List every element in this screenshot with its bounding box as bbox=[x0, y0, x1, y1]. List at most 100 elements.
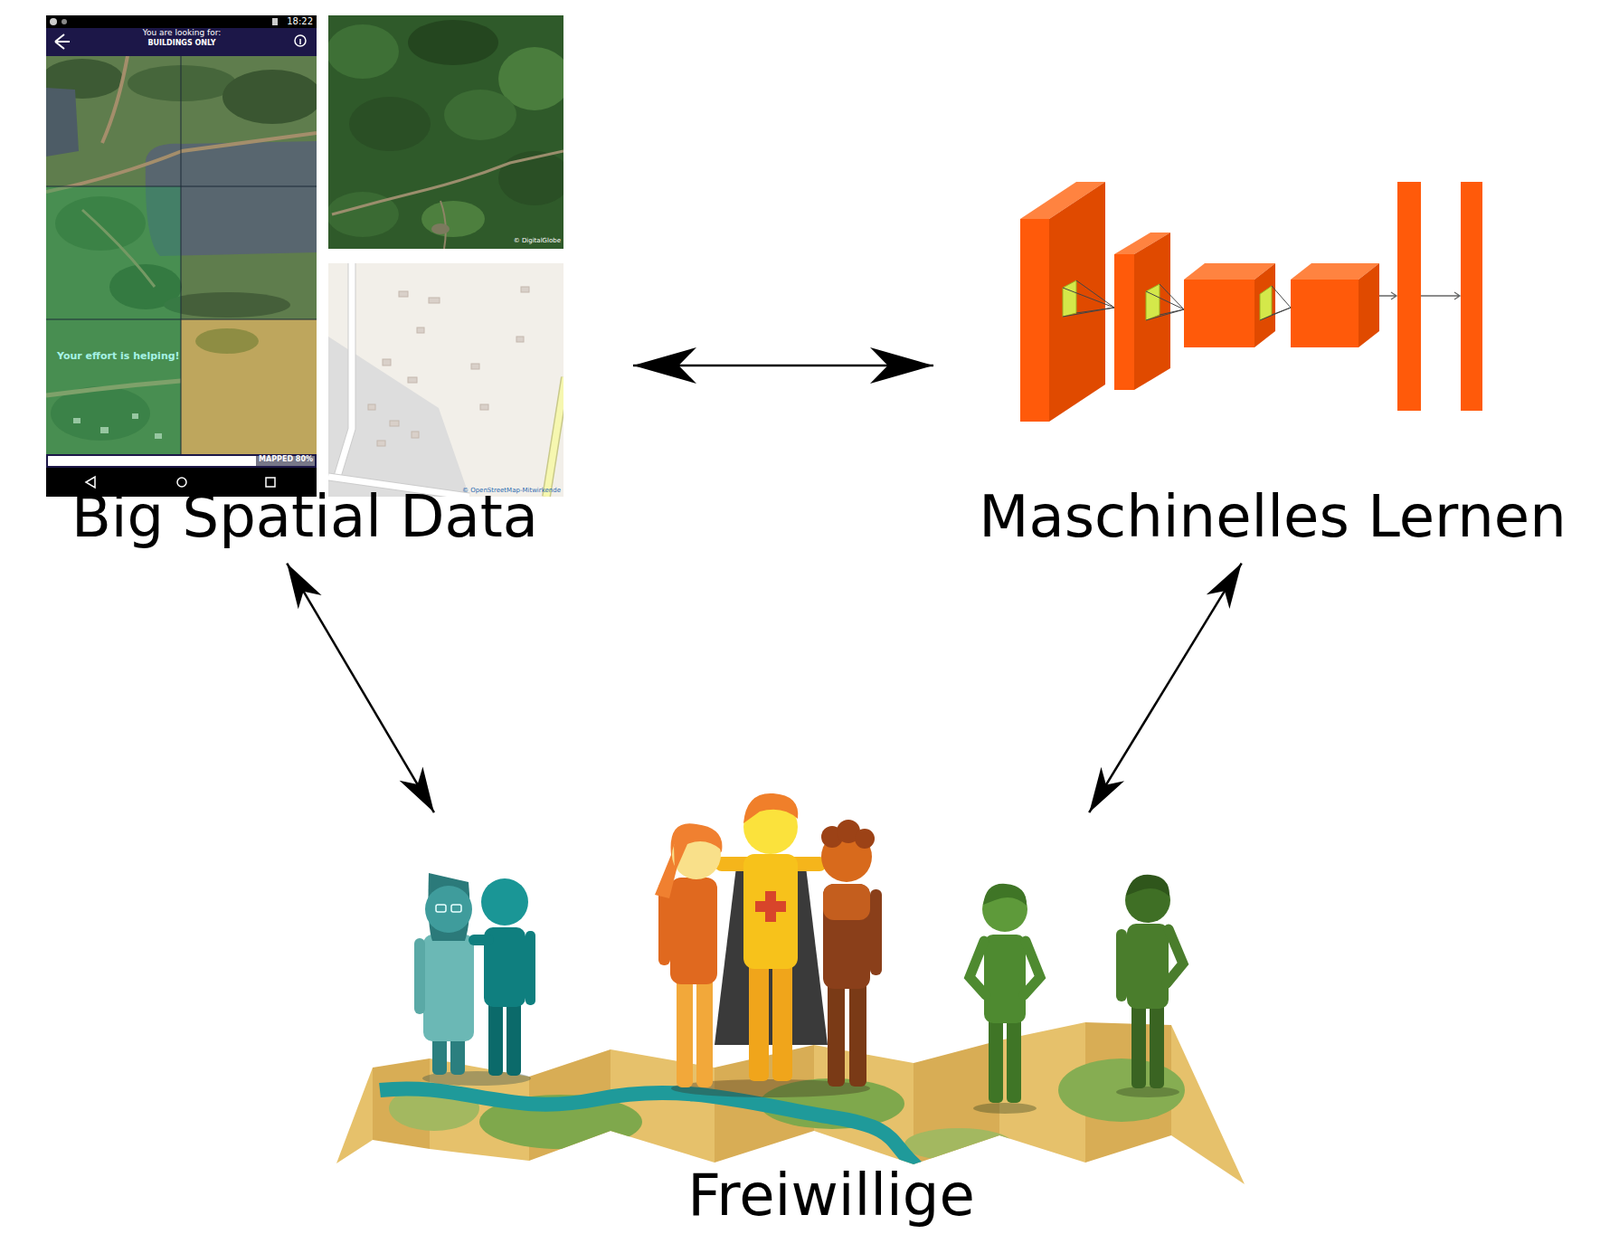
aerial-tiles-part bbox=[46, 319, 181, 455]
cnn-illustration-part bbox=[1397, 181, 1421, 411]
screen-text: © DigitalGlobe bbox=[513, 236, 561, 245]
aerial-tiles-part bbox=[46, 186, 181, 320]
satellite-image-part bbox=[349, 96, 431, 152]
aerial-tiles-part bbox=[180, 56, 182, 455]
screen-text: BUILDINGS ONLY bbox=[147, 38, 216, 48]
aerial-tiles-part bbox=[46, 87, 79, 157]
map-features-part bbox=[904, 1127, 1014, 1161]
arrowhead bbox=[633, 347, 697, 384]
connector-arrow bbox=[633, 347, 934, 384]
cnn-illustration-part bbox=[1460, 181, 1483, 411]
person-figures-part bbox=[488, 999, 503, 1076]
person-figures-part bbox=[435, 904, 446, 912]
map-buildings-part bbox=[407, 377, 417, 383]
aerial-tiles-part bbox=[180, 319, 317, 455]
connector-line bbox=[286, 563, 435, 813]
satellite-image-part bbox=[444, 89, 517, 141]
map-buildings-part bbox=[382, 359, 391, 366]
satellite-image bbox=[328, 15, 564, 249]
screen-text: You are looking for: bbox=[142, 28, 222, 38]
aerial-tiles-part bbox=[46, 186, 317, 188]
person-figures-part bbox=[1116, 928, 1127, 1002]
person-figures-part bbox=[1126, 874, 1170, 897]
arrowhead bbox=[399, 766, 435, 813]
node-label: Maschinelles Lernen bbox=[978, 483, 1566, 551]
folded-map-part bbox=[336, 1067, 373, 1164]
person-figures-part bbox=[1126, 923, 1169, 1009]
map-buildings-part bbox=[516, 336, 524, 342]
person-figures-part bbox=[984, 934, 1026, 1023]
app-screenshot-part bbox=[272, 18, 278, 26]
screen-text: © OpenStreetMap-Mitwirkende bbox=[462, 486, 561, 494]
map-buildings-part bbox=[368, 404, 376, 410]
cnn-illustration-part bbox=[1290, 279, 1359, 348]
cnn-illustration-part bbox=[1358, 263, 1380, 348]
person-figures-part bbox=[670, 877, 718, 985]
screen-text: 18:22 bbox=[286, 16, 313, 28]
aerial-tiles bbox=[46, 56, 317, 455]
cnn-illustration-part bbox=[1420, 292, 1460, 300]
person-figures-part bbox=[983, 883, 1027, 906]
map-buildings-part bbox=[428, 297, 440, 303]
person-figures-part bbox=[525, 930, 536, 1005]
person-figures-part bbox=[696, 976, 713, 1088]
person-figures-part bbox=[854, 828, 875, 849]
volunteers-illustration bbox=[336, 793, 1245, 1184]
person-figures-part bbox=[823, 883, 871, 989]
app-screenshot-part bbox=[49, 18, 57, 26]
screen-text: MAPPED 80% bbox=[258, 454, 313, 464]
person-figures-part bbox=[654, 823, 722, 899]
node-label: Big Spatial Data bbox=[71, 483, 539, 551]
person-figures-part bbox=[969, 940, 986, 995]
person-figures-part bbox=[1131, 1001, 1146, 1089]
person-figures-part bbox=[755, 900, 786, 912]
cnn-illustration-part bbox=[1254, 263, 1276, 348]
person-figures-part bbox=[414, 937, 426, 1014]
map-buildings-part bbox=[411, 431, 419, 438]
person-figures-part bbox=[823, 883, 871, 920]
screen-text: Your effort is helping! bbox=[56, 350, 180, 362]
app-screenshot-part bbox=[61, 18, 67, 25]
aerial-tiles-part bbox=[102, 56, 128, 143]
person-figures-part bbox=[451, 904, 462, 912]
person-figures bbox=[414, 793, 1184, 1114]
app-screenshot-part bbox=[46, 28, 317, 57]
satellite-image-part bbox=[431, 223, 450, 235]
arrowhead bbox=[1206, 563, 1242, 609]
osm-map-part bbox=[328, 263, 564, 497]
concept-node: Freiwillige bbox=[325, 818, 1258, 1231]
satellite-image-part bbox=[331, 151, 564, 215]
osm-map bbox=[328, 263, 564, 497]
cnn-illustration-part bbox=[1145, 284, 1160, 321]
cnn-illustration-part bbox=[1259, 285, 1272, 321]
person-figures-part bbox=[827, 981, 845, 1087]
map-buildings-part bbox=[377, 440, 386, 446]
app-screenshot-part bbox=[294, 35, 306, 47]
connector-line bbox=[1088, 563, 1242, 814]
map-features-part bbox=[379, 1088, 923, 1172]
satellite-image-part bbox=[407, 19, 499, 66]
osm-map-part bbox=[546, 377, 564, 497]
app-screenshot-part bbox=[299, 38, 302, 45]
aerial-tiles-part bbox=[163, 292, 291, 318]
person-figures-part bbox=[973, 1102, 1037, 1114]
person-figures-part bbox=[1166, 928, 1184, 984]
cnn-illustration-part bbox=[1062, 280, 1077, 317]
cnn-illustration-part bbox=[1379, 292, 1397, 300]
person-figures-part bbox=[423, 934, 474, 1042]
person-figures-part bbox=[743, 853, 798, 969]
map-features-part bbox=[1058, 1058, 1185, 1122]
person-figures-part bbox=[1116, 1086, 1180, 1098]
person-figures-part bbox=[1149, 1001, 1165, 1089]
person-figures-part bbox=[481, 878, 529, 926]
person-figures-part bbox=[506, 999, 521, 1076]
map-buildings-part bbox=[389, 420, 399, 427]
app-screenshot-part bbox=[255, 455, 315, 466]
person-figures-part bbox=[676, 976, 693, 1088]
person-figures-part bbox=[468, 934, 494, 946]
person-figures-part bbox=[772, 961, 793, 1081]
person-figures-part bbox=[1023, 940, 1041, 995]
person-figures-part bbox=[988, 1015, 1004, 1103]
